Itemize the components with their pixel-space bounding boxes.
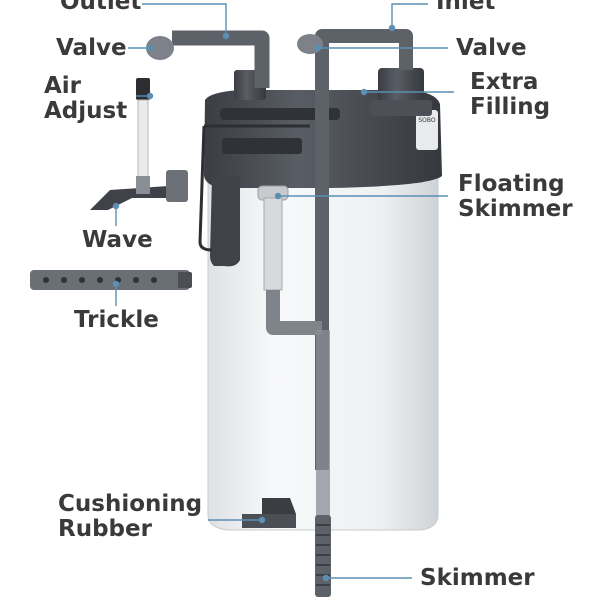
label-cushioning-rubber-line-1: Cushioning <box>58 491 203 517</box>
label-floating-skimmer-line-1: Floating <box>458 171 565 197</box>
skimmer-tube <box>316 330 330 520</box>
trickle-bar <box>30 270 190 290</box>
label-air-adjust-line-1: Air <box>44 73 82 99</box>
air-adjust-knob <box>136 78 150 100</box>
label-cushioning-rubber: Cushioning Rubber <box>58 492 202 542</box>
svg-text:SOBO: SOBO <box>418 117 436 124</box>
label-valve-left: Valve <box>56 35 127 61</box>
valve-left <box>146 36 174 60</box>
label-floating-skimmer-line-2: Skimmer <box>458 196 573 222</box>
extra-filling-cap <box>378 68 424 104</box>
label-valve-right: Valve <box>456 35 527 61</box>
label-air-adjust: Air Adjust <box>44 74 127 124</box>
label-cushioning-rubber-line-2: Rubber <box>58 516 152 542</box>
outlet-pipe <box>172 30 270 88</box>
label-extra-filling-line-1: Extra <box>470 69 539 95</box>
label-floating-skimmer: Floating Skimmer <box>458 172 573 222</box>
label-trickle: Trickle <box>74 307 159 333</box>
leader-lines <box>112 3 454 582</box>
label-extra-filling: Extra Filling <box>470 70 550 120</box>
inlet-pipe <box>315 29 413 470</box>
handle <box>198 125 213 252</box>
label-inlet: Inlet <box>436 0 496 15</box>
cushioning-rubber <box>242 514 296 528</box>
label-air-adjust-line-2: Adjust <box>44 98 128 124</box>
label-outlet: Outlet <box>60 0 142 15</box>
label-wave: Wave <box>82 227 153 253</box>
label-extra-filling-line-2: Filling <box>470 94 551 120</box>
label-skimmer: Skimmer <box>420 565 535 591</box>
wave-nozzle <box>90 180 176 210</box>
